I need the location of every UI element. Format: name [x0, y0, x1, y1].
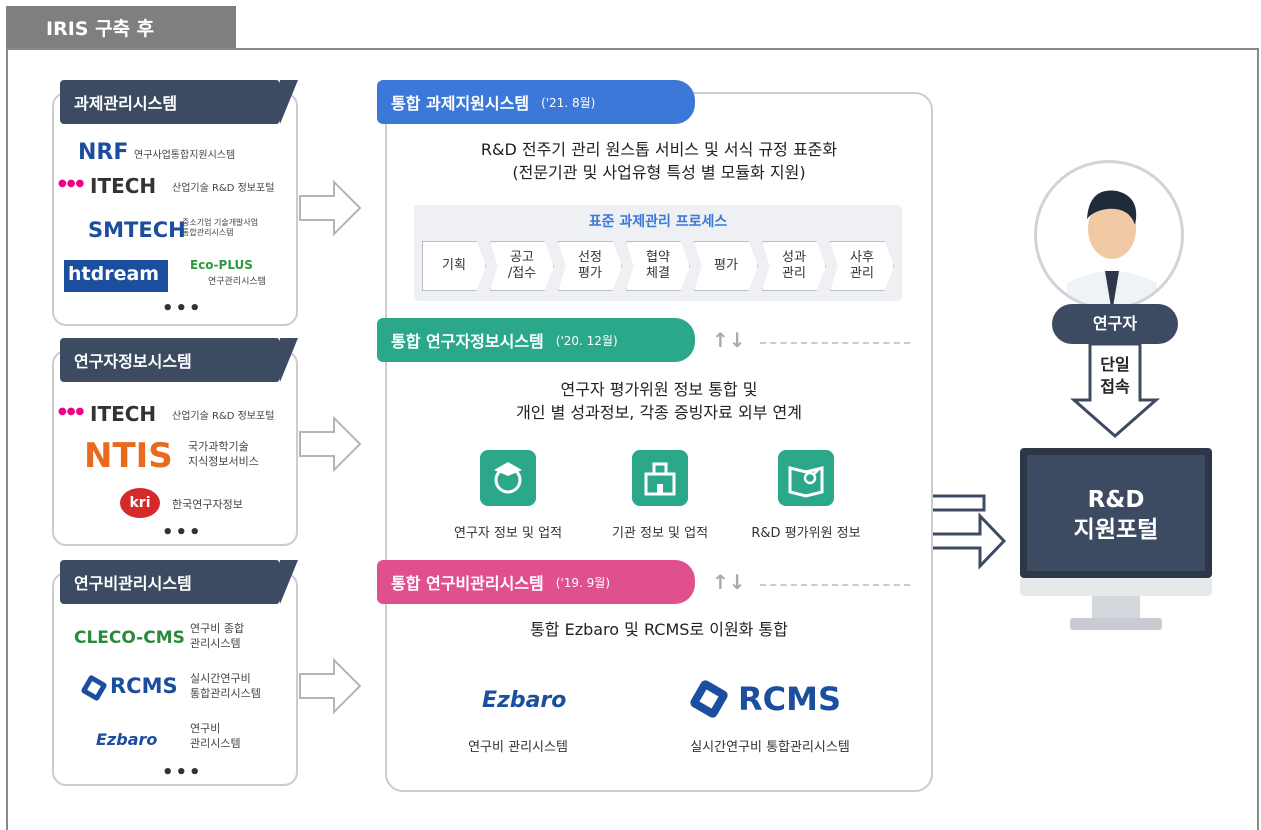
task-system-desc-1: R&D 전주기 관리 원스톱 서비스 및 서식 규정 표준화 — [480, 140, 838, 159]
researcher-legacy-header: 연구자정보시스템 — [60, 338, 298, 382]
monitor-stand — [1070, 618, 1162, 630]
arrow-budget — [299, 657, 362, 715]
researcher-avatar — [1034, 160, 1184, 310]
kri-desc: 한국연구자정보 — [172, 498, 243, 511]
content-frame — [6, 48, 1259, 830]
tab-title: IRIS 구축 후 — [46, 17, 155, 40]
portal-title-1: R&D — [1087, 487, 1145, 513]
smtech-desc: 중소기업 기술개발사업 통합관리시스템 — [182, 218, 259, 237]
rcms-logo: RCMS — [110, 674, 178, 698]
section-tab: IRIS 구축 후 — [6, 6, 236, 48]
task-system-name: 통합 과제지원시스템 — [391, 94, 530, 113]
smtech-logo: SMTECH — [88, 218, 186, 242]
divider-dashed-2 — [760, 584, 910, 586]
ecoplus-desc: 연구관리시스템 — [208, 277, 266, 287]
cleco-desc-2: 관리시스템 — [190, 637, 241, 650]
budget-more: ••• — [162, 762, 203, 783]
rnd-portal-screen: R&D 지원포털 — [1020, 448, 1212, 578]
itech-desc-2: 산업기술 R&D 정보포털 — [172, 411, 275, 422]
cleco-logo: CLECO-CMS — [74, 628, 185, 648]
researcher-system-desc-1: 연구자 평가위원 정보 통합 및 — [560, 380, 758, 399]
task-system-date: ('21. 8월) — [541, 95, 596, 110]
researcher-legacy-box — [52, 350, 298, 546]
ecoplus-logo: Eco-PLUS — [190, 258, 253, 272]
process-step: 공고/접수 — [490, 241, 554, 291]
itech-dots-icon-2: ●●● — [58, 406, 85, 417]
task-system-desc-2: (전문기관 및 사업유형 특성 별 모듈화 지원) — [512, 163, 806, 182]
budget-legacy-box — [52, 572, 298, 786]
budget-system-ribbon: 통합 연구비관리시스템 ('19. 9월) — [377, 560, 695, 604]
institution-building-icon — [632, 450, 688, 506]
rcms-desc-2: 통합관리시스템 — [190, 687, 261, 700]
ezbaro-desc-2: 관리시스템 — [190, 737, 241, 750]
task-legacy-header: 과제관리시스템 — [60, 80, 298, 124]
researcher-more: ••• — [162, 522, 203, 543]
divider-dashed — [760, 342, 910, 344]
monitor-neck — [1092, 596, 1140, 618]
budget-system-desc: 통합 Ezbaro 및 RCMS로 이원화 통합 — [530, 620, 788, 639]
single-access-label-1: 단일 — [1100, 355, 1130, 374]
ezbaro-desc-1: 연구비 — [190, 722, 221, 735]
nrf-desc: 연구사업통합지원시스템 — [134, 150, 236, 161]
cleco-desc-1: 연구비 종합 — [190, 622, 245, 635]
task-more: ••• — [162, 298, 203, 319]
researcher-head-icon — [480, 450, 536, 506]
budget-legacy-header: 연구비관리시스템 — [60, 560, 298, 604]
evaluator-info-label: R&D 평가위원 정보 — [751, 526, 861, 541]
portal-title-2: 지원포털 — [1073, 517, 1159, 543]
htdream-logo: htdream — [64, 260, 168, 292]
rcms-logo-main: RCMS — [738, 680, 842, 718]
researcher-system-ribbon: 통합 연구자정보시스템 ('20. 12월) — [377, 318, 695, 362]
institution-info-label: 기관 정보 및 업적 — [611, 526, 709, 541]
process-title: 표준 과제관리 프로세스 — [588, 214, 728, 230]
ntis-desc-1: 국가과학기술 — [188, 440, 249, 453]
arrow-researcher — [299, 415, 362, 473]
monitor-bezel — [1020, 578, 1212, 596]
researcher-pill: 연구자 — [1052, 304, 1178, 344]
single-access-label-2: 접속 — [1100, 377, 1130, 396]
budget-system-name: 통합 연구비관리시스템 — [391, 574, 544, 593]
researcher-system-desc-2: 개인 별 성과정보, 각종 증빙자료 외부 연계 — [516, 403, 802, 422]
evaluator-book-search-icon — [778, 450, 834, 506]
budget-system-date: ('19. 9월) — [555, 575, 611, 590]
researcher-system-name: 통합 연구자정보시스템 — [391, 332, 544, 351]
itech-logo-2: ITECH — [90, 402, 157, 426]
process-step: 기획 — [422, 241, 486, 291]
ntis-logo: NTIS — [84, 436, 173, 476]
ezbaro-logo-main: Ezbaro — [482, 688, 567, 713]
kri-logo: kri — [120, 488, 160, 518]
rcms-label: 실시간연구비 통합관리시스템 — [690, 740, 850, 755]
iris-main-panel — [385, 92, 933, 792]
process-step: 평가 — [694, 241, 758, 291]
itech-desc: 산업기술 R&D 정보포털 — [172, 183, 275, 194]
itech-dots-icon: ●●● — [58, 178, 85, 189]
nrf-logo: NRF — [78, 140, 129, 165]
sync-arrows-icon: ↑↓ — [712, 328, 746, 352]
arrow-down-access — [1070, 342, 1160, 438]
task-system-ribbon: 통합 과제지원시스템 ('21. 8월) — [377, 80, 695, 124]
ezbaro-logo: Ezbaro — [96, 730, 158, 749]
rcms-desc-1: 실시간연구비 — [190, 672, 251, 685]
sync-arrows-icon-2: ↑↓ — [712, 570, 746, 594]
arrow-task — [299, 179, 362, 237]
researcher-info-label: 연구자 정보 및 업적 — [453, 526, 563, 541]
itech-logo: ITECH — [90, 174, 157, 198]
ezbaro-label: 연구비 관리시스템 — [468, 740, 568, 755]
researcher-system-date: ('20. 12월) — [555, 333, 618, 348]
ntis-desc-2: 지식정보서비스 — [188, 455, 259, 468]
